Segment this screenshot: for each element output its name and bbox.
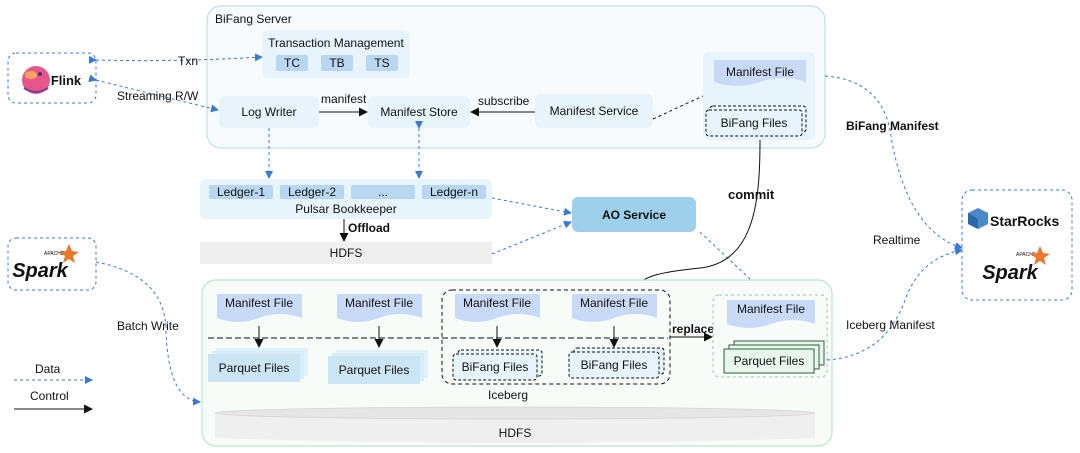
target-parquet-files: Parquet Files — [734, 354, 805, 368]
engine-spark-logo-text: Spark — [982, 262, 1038, 284]
manifest-service: Manifest Service — [535, 94, 653, 128]
spark-star-icon — [59, 244, 79, 263]
svg-text:...: ... — [378, 185, 388, 199]
svg-text:Ledger-n: Ledger-n — [430, 185, 478, 199]
svg-text:Manifest File: Manifest File — [463, 296, 531, 310]
iceberg-manifest-label: Iceberg Manifest — [846, 318, 935, 332]
iceberg-parquet-files-1: Parquet Files — [208, 348, 308, 382]
txn-chip-tc: TC — [276, 55, 308, 71]
engine-arrows: BiFang Manifest Realtime Iceberg Manifes… — [824, 75, 963, 361]
ledger-2: Ledger-2 — [280, 185, 344, 199]
manifest-edge-label: manifest — [321, 92, 367, 106]
txn-chip-tb: TB — [321, 55, 353, 71]
target-manifest-file: Manifest File — [737, 302, 805, 316]
hdfs-top: HDFS — [200, 242, 492, 264]
subscribe-edge-label: subscribe — [478, 94, 530, 108]
flink-client: Flink — [7, 52, 97, 104]
iceberg-title: Iceberg — [488, 388, 528, 402]
svg-text:StarRocks: StarRocks — [990, 213, 1059, 229]
server-bifang-files: BiFang Files — [721, 116, 788, 130]
svg-text:Manifest File: Manifest File — [225, 296, 293, 310]
legend-data-label: Data — [35, 362, 61, 376]
svg-text:Log Writer: Log Writer — [241, 105, 296, 119]
manifest-store: Manifest Store — [368, 96, 470, 128]
iceberg-bifang-files-2: BiFang Files — [568, 347, 665, 379]
ledger-1: Ledger-1 — [209, 185, 273, 199]
pulsar-bookkeeper: Ledger-1 Ledger-2 ... Ledger-n Pulsar Bo… — [200, 179, 492, 219]
svg-text:APACHE: APACHE — [44, 251, 65, 257]
server-title: BiFang Server — [215, 12, 292, 26]
batch-write-label: Batch Write — [117, 319, 179, 333]
server-arrows: manifest subscribe — [265, 92, 704, 179]
iceberg-arrows — [254, 326, 619, 348]
svg-text:Ledger-1: Ledger-1 — [217, 185, 265, 199]
spark-logo-text: Spark — [12, 260, 68, 282]
iceberg-hdfs: HDFS — [214, 406, 816, 443]
server-manifest-file: Manifest File — [726, 65, 794, 79]
svg-text:replace: replace — [672, 322, 714, 336]
flink-icon — [22, 66, 50, 94]
log-writer: Log Writer — [219, 96, 319, 128]
svg-text:Offload: Offload — [348, 221, 390, 235]
iceberg-manifest-file-1: Manifest File — [217, 294, 302, 322]
iceberg-bifang-group: BiFang Files BiFang Files — [441, 289, 671, 385]
svg-text:Parquet Files: Parquet Files — [339, 363, 410, 377]
iceberg-manifest-file-4: Manifest File — [572, 294, 657, 322]
ledger-ellipsis: ... — [351, 185, 415, 199]
replace-arrow: replace — [670, 322, 714, 342]
txn-chip-ts: TS — [366, 55, 398, 71]
client-arrows: Txn Streaming R/W — [88, 53, 263, 113]
server-manifest-panel: Manifest File BiFang Files — [703, 52, 815, 140]
streaming-rw-label: Streaming R/W — [117, 89, 199, 103]
svg-text:TS: TS — [374, 56, 389, 70]
svg-text:BiFang Files: BiFang Files — [462, 360, 529, 374]
svg-text:Manifest Service: Manifest Service — [550, 104, 639, 118]
svg-text:Flink: Flink — [51, 73, 82, 88]
svg-text:commit: commit — [728, 187, 775, 202]
batch-write-arrow: Batch Write — [95, 261, 201, 406]
engine-spark-star-icon — [1030, 246, 1050, 265]
svg-text:AO Service: AO Service — [602, 208, 666, 222]
legend: Data Control — [14, 362, 93, 414]
bookkeeper-title: Pulsar Bookkeeper — [295, 202, 396, 216]
iceberg-bifang-files-1: BiFang Files — [452, 349, 543, 381]
legend-control-label: Control — [30, 389, 69, 403]
target-manifest-panel: Manifest File Parquet Files — [712, 294, 828, 378]
commit-arrow: commit — [631, 139, 775, 293]
txn-label: Txn — [178, 54, 198, 68]
svg-text:BiFang Files: BiFang Files — [581, 358, 648, 372]
transaction-management: Transaction Management TC TB TS — [262, 30, 410, 78]
iceberg-manifest-file-2: Manifest File — [337, 294, 422, 322]
svg-text:APACHE: APACHE — [1016, 252, 1037, 258]
svg-text:Manifest File: Manifest File — [345, 296, 413, 310]
svg-text:HDFS: HDFS — [330, 246, 363, 260]
realtime-label: Realtime — [873, 233, 921, 247]
svg-text:TB: TB — [329, 56, 344, 70]
ledger-n: Ledger-n — [422, 185, 486, 199]
starrocks-logo: StarRocks — [968, 208, 1059, 229]
svg-text:Manifest File: Manifest File — [580, 296, 648, 310]
ao-service: AO Service — [572, 197, 696, 232]
svg-text:HDFS: HDFS — [499, 426, 532, 440]
iceberg-manifest-file-3: Manifest File — [455, 294, 540, 322]
svg-text:TC: TC — [284, 56, 300, 70]
svg-text:Ledger-2: Ledger-2 — [288, 185, 336, 199]
transaction-title: Transaction Management — [268, 36, 404, 50]
svg-text:Parquet Files: Parquet Files — [219, 361, 290, 375]
iceberg-parquet-files-2: Parquet Files — [328, 350, 428, 384]
offload-arrow: Offload — [339, 219, 390, 242]
spark-client: APACHE Spark — [7, 237, 97, 291]
svg-text:Manifest Store: Manifest Store — [380, 105, 458, 119]
query-engines: StarRocks APACHE Spark — [961, 189, 1073, 301]
bifang-manifest-label: BiFang Manifest — [846, 119, 939, 133]
ao-arrows — [491, 197, 769, 297]
